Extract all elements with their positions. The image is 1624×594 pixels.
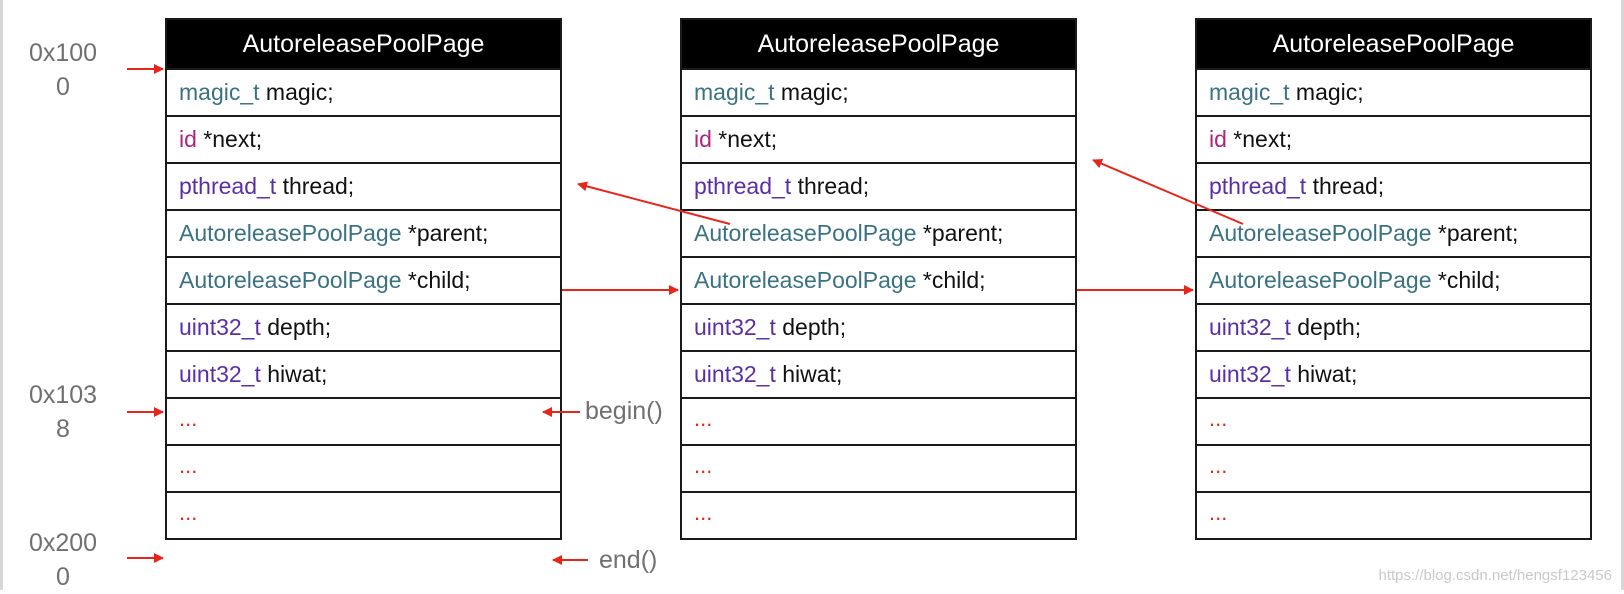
field-magic: magic_t magic; xyxy=(1197,68,1590,115)
autorelease-pool-page-3: AutoreleasePoolPage magic_t magic; id *n… xyxy=(1195,18,1592,540)
field-type: id xyxy=(179,126,197,152)
field-type: pthread_t xyxy=(179,173,277,199)
object-slot: ... xyxy=(1197,444,1590,491)
field-parent: AutoreleasePoolPage *parent; xyxy=(167,209,560,256)
field-type: uint32_t xyxy=(1209,361,1291,387)
field-type: magic_t xyxy=(694,79,775,105)
field-thread: pthread_t thread; xyxy=(682,162,1075,209)
object-slot: ... xyxy=(1197,491,1590,538)
field-type: pthread_t xyxy=(694,173,792,199)
end-label: end() xyxy=(599,546,658,574)
object-slot: ... xyxy=(167,397,560,444)
field-type: uint32_t xyxy=(1209,314,1291,340)
field-thread: pthread_t thread; xyxy=(1197,162,1590,209)
field-type: uint32_t xyxy=(694,361,776,387)
begin-label: begin() xyxy=(585,397,663,425)
field-name: depth; xyxy=(775,314,847,340)
field-name: hiwat; xyxy=(775,361,843,387)
field-thread: pthread_t thread; xyxy=(167,162,560,209)
field-name: thread; xyxy=(276,173,355,199)
object-slot: ... xyxy=(682,397,1075,444)
page-header: AutoreleasePoolPage xyxy=(682,20,1075,68)
field-parent: AutoreleasePoolPage *parent; xyxy=(682,209,1075,256)
field-hiwat: uint32_t hiwat; xyxy=(682,350,1075,397)
address-label-begin: 0x103 8 xyxy=(18,378,108,446)
field-name: *parent; xyxy=(1431,220,1519,246)
field-type: uint32_t xyxy=(179,314,261,340)
address-line: 0x103 xyxy=(28,381,98,409)
field-name: *child; xyxy=(916,267,986,293)
field-hiwat: uint32_t hiwat; xyxy=(1197,350,1590,397)
field-name: depth; xyxy=(1290,314,1362,340)
object-slot: ... xyxy=(167,444,560,491)
address-label-end: 0x200 0 xyxy=(18,526,108,594)
field-child: AutoreleasePoolPage *child; xyxy=(167,256,560,303)
field-type: AutoreleasePoolPage xyxy=(1209,220,1432,246)
field-type: AutoreleasePoolPage xyxy=(179,220,402,246)
address-line: 0 xyxy=(56,563,70,591)
autorelease-pool-page-1: AutoreleasePoolPage magic_t magic; id *n… xyxy=(165,18,562,540)
arrow-parent-3-to-2 xyxy=(1092,158,1244,225)
field-type: AutoreleasePoolPage xyxy=(694,267,917,293)
field-magic: magic_t magic; xyxy=(682,68,1075,115)
field-type: uint32_t xyxy=(179,361,261,387)
field-name: *parent; xyxy=(916,220,1004,246)
field-name: hiwat; xyxy=(260,361,328,387)
field-name: *next; xyxy=(1226,126,1293,152)
field-depth: uint32_t depth; xyxy=(167,303,560,350)
object-slot: ... xyxy=(682,491,1075,538)
object-slot: ... xyxy=(682,444,1075,491)
field-name: thread; xyxy=(791,173,870,199)
field-type: magic_t xyxy=(1209,79,1290,105)
field-next: id *next; xyxy=(682,115,1075,162)
address-line: 8 xyxy=(56,415,70,443)
page-header: AutoreleasePoolPage xyxy=(1197,20,1590,68)
field-type: uint32_t xyxy=(694,314,776,340)
field-type: AutoreleasePoolPage xyxy=(1209,267,1432,293)
field-depth: uint32_t depth; xyxy=(1197,303,1590,350)
field-child: AutoreleasePoolPage *child; xyxy=(1197,256,1590,303)
field-name: thread; xyxy=(1306,173,1385,199)
address-line: 0 xyxy=(56,73,70,101)
frame-border-left xyxy=(0,0,3,590)
field-name: *child; xyxy=(401,267,471,293)
field-name: depth; xyxy=(260,314,332,340)
field-name: magic; xyxy=(259,79,334,105)
field-name: *next; xyxy=(196,126,263,152)
field-depth: uint32_t depth; xyxy=(682,303,1075,350)
field-hiwat: uint32_t hiwat; xyxy=(167,350,560,397)
watermark: https://blog.csdn.net/hengsf123456 xyxy=(1378,567,1612,584)
field-name: magic; xyxy=(774,79,849,105)
object-slot: ... xyxy=(1197,397,1590,444)
field-next: id *next; xyxy=(1197,115,1590,162)
address-label-start: 0x100 0 xyxy=(18,36,108,104)
field-next: id *next; xyxy=(167,115,560,162)
frame-border-right xyxy=(1621,0,1624,590)
field-child: AutoreleasePoolPage *child; xyxy=(682,256,1075,303)
field-type: AutoreleasePoolPage xyxy=(694,220,917,246)
object-slot: ... xyxy=(167,491,560,538)
field-type: id xyxy=(1209,126,1227,152)
field-name: *child; xyxy=(1431,267,1501,293)
autorelease-pool-page-2: AutoreleasePoolPage magic_t magic; id *n… xyxy=(680,18,1077,540)
field-name: hiwat; xyxy=(1290,361,1358,387)
field-parent: AutoreleasePoolPage *parent; xyxy=(1197,209,1590,256)
field-type: AutoreleasePoolPage xyxy=(179,267,402,293)
field-magic: magic_t magic; xyxy=(167,68,560,115)
field-type: id xyxy=(694,126,712,152)
address-line: 0x100 xyxy=(28,39,98,67)
field-type: magic_t xyxy=(179,79,260,105)
field-name: *parent; xyxy=(401,220,489,246)
field-name: magic; xyxy=(1289,79,1364,105)
field-type: pthread_t xyxy=(1209,173,1307,199)
field-name: *next; xyxy=(711,126,778,152)
address-line: 0x200 xyxy=(28,529,98,557)
page-header: AutoreleasePoolPage xyxy=(167,20,560,68)
arrow-parent-2-to-1 xyxy=(577,181,731,225)
